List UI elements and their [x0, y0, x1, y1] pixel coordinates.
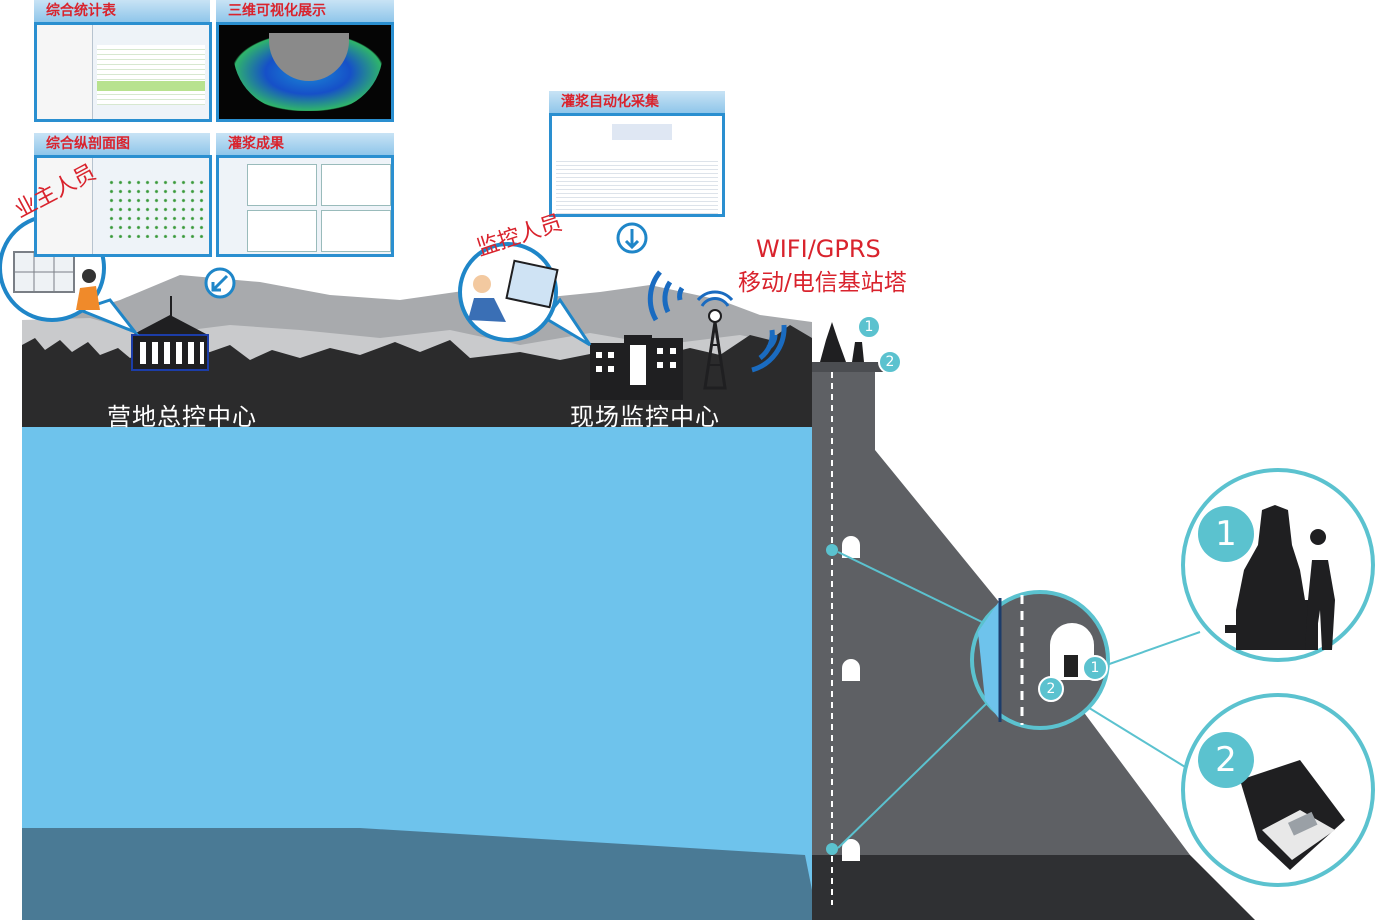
gallery-point-1	[826, 544, 838, 556]
gallery-1	[842, 536, 860, 558]
site-control-buildings	[590, 335, 683, 400]
panel-title-collect: 灌浆自动化采集	[549, 91, 725, 113]
panel-title-3d: 三维可视化展示	[216, 0, 394, 22]
signal-waves-right	[751, 324, 787, 373]
panel-title-stats: 综合统计表	[34, 0, 210, 22]
reservoir-deep-water	[22, 828, 812, 920]
tower-label-line1: WIFI/GPRS	[756, 235, 881, 263]
panel-title-results: 灌浆成果	[216, 133, 394, 155]
arrow-down-left-icon	[204, 267, 236, 299]
panel-title-section: 综合纵剖面图	[34, 133, 210, 155]
crest-badge-1: 1	[857, 315, 881, 339]
camp-control-building	[131, 296, 209, 371]
longitudinal-section-screenshot	[34, 155, 212, 257]
crest-rig	[820, 322, 846, 362]
connector-line-top	[837, 551, 983, 623]
signal-waves-left	[647, 270, 685, 322]
zoom-badge-2: 2	[1038, 676, 1064, 702]
arrow-down-icon	[616, 222, 648, 254]
tower-label-line2: 移动/电信基站塔	[738, 270, 907, 296]
dark-ground	[22, 325, 812, 430]
crest-worker	[852, 342, 864, 362]
crest-badge-2: 2	[878, 350, 902, 374]
auto-collection-screenshot	[549, 113, 725, 217]
monitor-staff-bubble	[458, 242, 592, 347]
dam-crest	[812, 362, 885, 372]
device-1-circle	[1181, 468, 1375, 662]
device-2-number-badge: 2	[1198, 732, 1254, 788]
gallery-zoom-circle	[970, 590, 1110, 730]
grouting-rig-silhouette	[1236, 505, 1318, 650]
connector-line-bottom	[837, 699, 991, 849]
gallery-3	[842, 839, 860, 861]
device-2-circle	[1181, 693, 1375, 887]
connector-line-device1	[1097, 631, 1201, 669]
zoom-badge-1: 1	[1082, 655, 1108, 681]
site-control-center-label: 现场监控中心	[570, 403, 720, 431]
worker-silhouette	[1305, 529, 1335, 650]
device-1-number-badge: 1	[1198, 506, 1254, 562]
dam-foundation	[812, 855, 1255, 920]
gallery-2	[842, 659, 860, 681]
stats-table-screenshot	[34, 22, 212, 122]
communication-tower	[696, 290, 734, 390]
3d-visualization-screenshot	[216, 22, 394, 122]
grouting-results-screenshot	[216, 155, 394, 257]
gallery-point-2	[826, 843, 838, 855]
camp-control-center-label: 营地总控中心	[107, 403, 257, 431]
